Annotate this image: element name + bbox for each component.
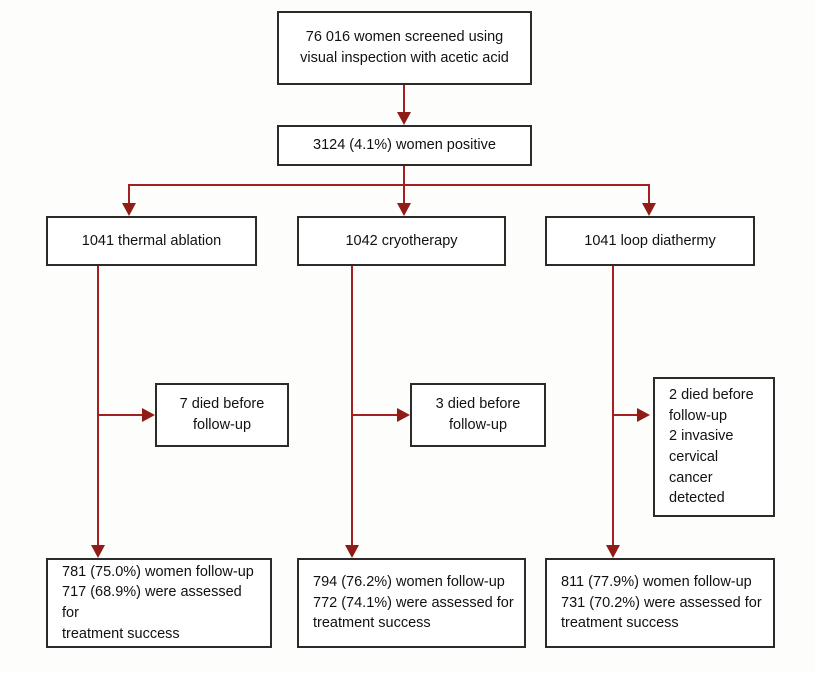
arrowhead-arm1 [122,203,136,216]
connector-arm3-to-excl3 [612,414,640,416]
node-excl2-label: 3 died before follow-up [435,396,521,433]
arrowhead-excl3 [637,408,650,422]
node-outcome1-label: 781 (75.0%) women follow-up 717 (68.9%) … [62,563,254,642]
arrowhead-excl2 [397,408,410,422]
node-outcome2-label: 794 (76.2%) women follow-up 772 (74.1%) … [313,574,514,632]
connector-arm2-trunk [351,266,353,550]
node-arm1: 1041 thermal ablation [46,216,257,266]
connector-arm1-to-excl1 [97,414,146,416]
arrowhead-arm3 [642,203,656,216]
arrowhead-arm2 [397,203,411,216]
connector-split-to-arm2 [403,184,405,206]
node-excl1-label: 7 died before follow-up [179,396,265,433]
arrowhead-arm2-to-outcome2 [345,545,359,558]
node-outcome2: 794 (76.2%) women follow-up 772 (74.1%) … [297,558,526,648]
connector-split-to-arm1 [128,184,130,206]
arrowhead-arm3-to-outcome3 [606,545,620,558]
node-positive: 3124 (4.1%) women positive [277,125,532,166]
node-screened-label: 76 016 women screened using visual inspe… [300,29,509,66]
node-arm3: 1041 loop diathermy [545,216,755,266]
node-arm3-label: 1041 loop diathermy [584,232,716,249]
node-screened: 76 016 women screened using visual inspe… [277,11,532,85]
node-arm2: 1042 cryotherapy [297,216,506,266]
connector-arm2-to-excl2 [351,414,401,416]
connector-arm1-trunk [97,266,99,550]
connector-arm3-trunk [612,266,614,550]
arrowhead-arm1-to-outcome1 [91,545,105,558]
node-arm2-label: 1042 cryotherapy [345,232,458,249]
connector-split-bus [128,184,649,186]
node-positive-label: 3124 (4.1%) women positive [313,137,496,154]
node-outcome3: 811 (77.9%) women follow-up 731 (70.2%) … [545,558,775,648]
node-arm1-label: 1041 thermal ablation [81,232,222,249]
node-excl2: 3 died before follow-up [410,383,546,447]
connector-positive-stem [403,166,405,184]
node-excl1: 7 died before follow-up [155,383,289,447]
connector-split-to-arm3 [648,184,650,206]
node-outcome3-label: 811 (77.9%) women follow-up 731 (70.2%) … [561,574,762,632]
node-outcome1: 781 (75.0%) women follow-up 717 (68.9%) … [46,558,272,648]
connector-screened-to-positive [403,85,405,115]
arrowhead-excl1 [142,408,155,422]
node-excl3-label: 2 died before follow-up 2 invasive cervi… [669,387,754,507]
node-excl3: 2 died before follow-up 2 invasive cervi… [653,377,775,517]
arrowhead-screened-to-positive [397,112,411,125]
